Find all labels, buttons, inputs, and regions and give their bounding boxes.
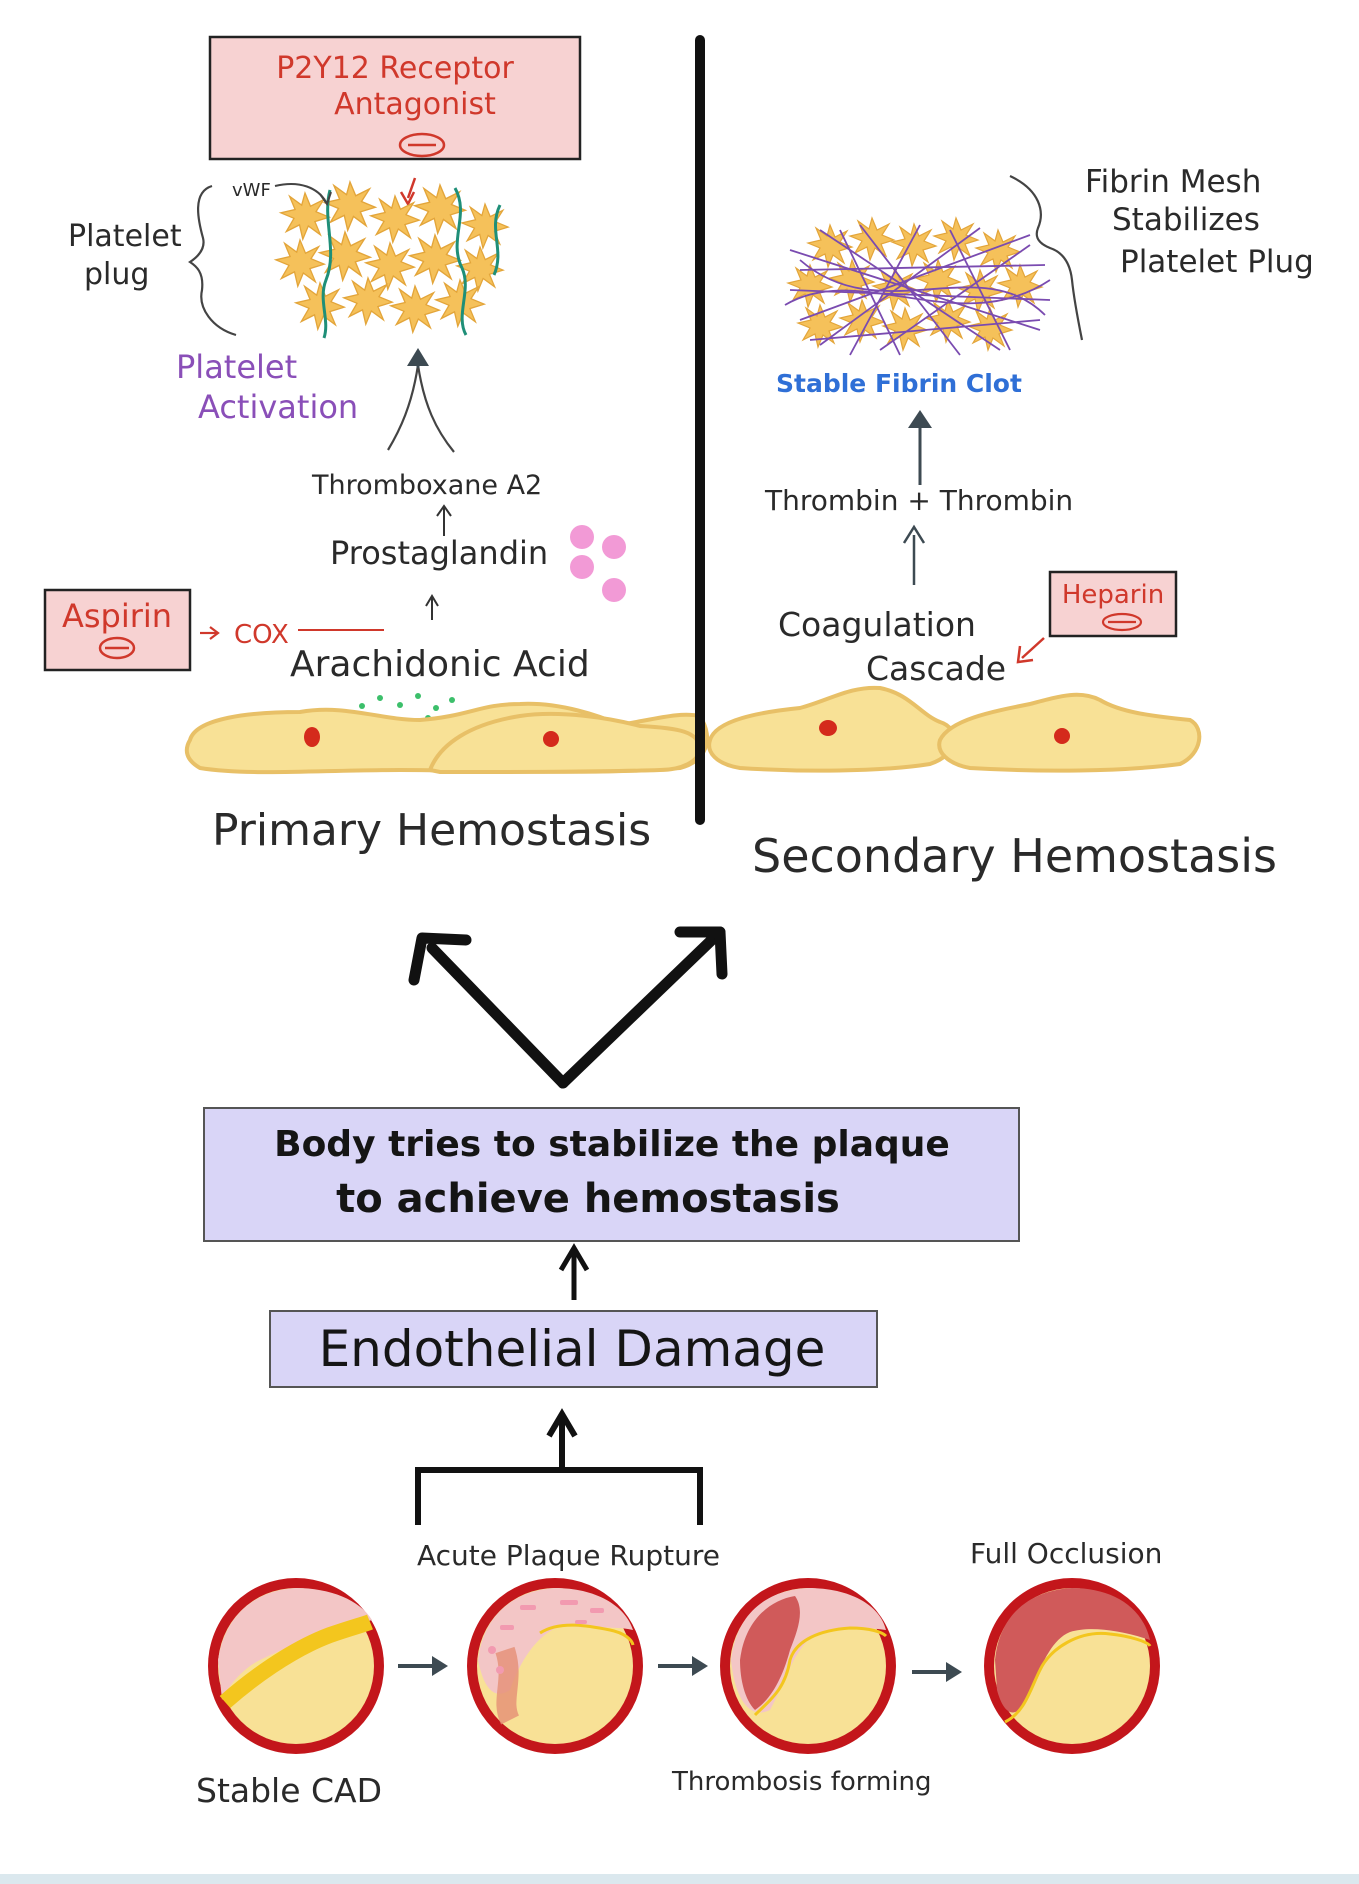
inhibit-minus-icon	[98, 636, 136, 660]
endothelial-damage-box: Endothelial Damage	[269, 1310, 878, 1388]
platelet-activation-label-line2: Activation	[198, 388, 358, 426]
inhibit-arrow-icon	[399, 177, 417, 207]
prostaglandin-label: Prostaglandin	[330, 534, 548, 572]
cox-label: COX	[234, 620, 289, 650]
fibrin-mesh	[784, 224, 1051, 356]
vessel-thrombosis-forming	[720, 1578, 896, 1754]
vwf-pointer-arrow	[274, 183, 327, 203]
branch-arrows-icon	[408, 926, 728, 1089]
full-occlusion-label: Full Occlusion	[970, 1537, 1162, 1570]
fibrin-mesh-label-line2: Stabilizes	[1112, 202, 1260, 238]
up-arrow-icon	[902, 524, 926, 585]
platelet-activation-label-line1: Platelet	[176, 348, 297, 386]
up-arrow-icon	[908, 410, 932, 485]
platelet-plug-brace	[188, 184, 237, 337]
activation-arrow-icon	[387, 348, 455, 453]
aspirin-box: Aspirin	[43, 588, 192, 672]
platelet-plug-cluster	[275, 181, 509, 339]
acute-plaque-rupture-label: Acute Plaque Rupture	[417, 1539, 720, 1572]
vwf-strand	[453, 187, 468, 336]
bottom-band	[0, 1874, 1359, 1884]
stabilize-plaque-line2: to achieve hemostasis	[336, 1176, 840, 1222]
right-arrow-icon	[658, 1656, 708, 1676]
inhibit-arrow-icon	[200, 626, 220, 640]
fibrin-mesh-brace	[1009, 175, 1084, 341]
up-arrow-icon	[436, 504, 452, 536]
stabilize-plaque-box: Body tries to stabilize the plaque to ac…	[203, 1107, 1020, 1242]
vwf-label: vWF	[232, 180, 271, 201]
platelet-plug-label-line1: Platelet	[68, 219, 182, 254]
heparin-label: Heparin	[1062, 580, 1164, 610]
vwf-strand	[492, 204, 502, 276]
endothelial-damage-label: Endothelial Damage	[319, 1320, 826, 1378]
inhibit-minus-icon	[1101, 612, 1143, 632]
endothelial-cell	[427, 711, 703, 775]
p2y12-antagonist-box: P2Y12 Receptor Antagonist	[208, 35, 582, 161]
p2y12-label-line1: P2Y12 Receptor	[276, 51, 514, 86]
inhibit-arrow-icon	[1016, 637, 1045, 664]
right-arrow-icon	[912, 1662, 962, 1682]
thromboxane-label: Thromboxane A2	[311, 470, 542, 501]
platelet-plug-label-line2: plug	[84, 257, 149, 292]
p2y12-label-line2: Antagonist	[334, 87, 496, 122]
aspirin-label: Aspirin	[62, 597, 172, 635]
stabilize-plaque-line1: Body tries to stabilize the plaque	[274, 1124, 950, 1165]
endothelial-cell-layer	[184, 685, 1202, 775]
secondary-hemostasis-title: Secondary Hemostasis	[752, 829, 1277, 883]
thrombin-label: Thrombin + Thrombin	[764, 484, 1073, 517]
vessel-acute-rupture	[467, 1578, 643, 1754]
merge-bracket-icon	[415, 1408, 703, 1525]
up-arrow-icon	[425, 594, 439, 620]
up-arrow-icon	[558, 1243, 590, 1300]
vessel-full-occlusion	[984, 1578, 1160, 1754]
vessel-stable-cad	[208, 1578, 384, 1754]
coagulation-label-line2: Cascade	[866, 649, 1006, 688]
prostaglandin-dots	[570, 525, 626, 602]
vwf-strand	[321, 189, 333, 339]
arachidonic-acid-label: Arachidonic Acid	[290, 644, 590, 685]
fibrin-clot-cluster	[784, 217, 1051, 356]
inhibit-minus-icon	[398, 132, 446, 158]
fibrin-mesh-label-line1: Fibrin Mesh	[1085, 164, 1261, 200]
primary-hemostasis-title: Primary Hemostasis	[212, 805, 651, 856]
fibrin-mesh-label-line3: Platelet Plug	[1120, 244, 1314, 280]
heparin-box: Heparin	[1048, 570, 1178, 638]
stable-fibrin-clot-label: Stable Fibrin Clot	[776, 369, 1022, 398]
thrombosis-forming-label: Thrombosis forming	[671, 1767, 932, 1797]
right-arrow-icon	[398, 1656, 448, 1676]
stable-cad-label: Stable CAD	[196, 1771, 382, 1810]
coagulation-label-line1: Coagulation	[778, 605, 976, 644]
